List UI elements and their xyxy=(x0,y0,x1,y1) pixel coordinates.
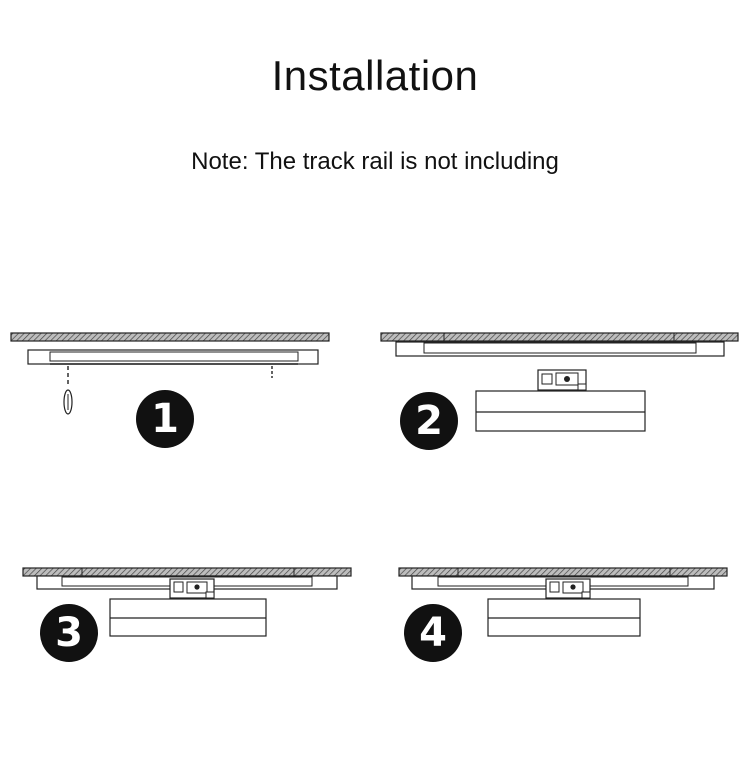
step-4-diagram xyxy=(398,565,728,640)
step-1-diagram xyxy=(10,330,340,420)
track-adapter xyxy=(537,369,587,391)
step-3-diagram xyxy=(22,565,352,640)
page-title: Installation xyxy=(271,52,479,99)
step-3-badge: 3 xyxy=(40,604,98,662)
installation-note: Note: The track rail is not including xyxy=(191,148,559,175)
light-fixture xyxy=(475,390,646,432)
step-1-badge: 1 xyxy=(136,390,194,448)
track-adapter xyxy=(169,578,215,599)
ceiling-slab xyxy=(10,332,330,342)
ceiling-slab xyxy=(380,332,739,342)
step-2-badge: 2 xyxy=(400,392,458,450)
step-2-diagram xyxy=(380,330,740,440)
track-adapter xyxy=(545,578,591,599)
step-4-badge: 4 xyxy=(404,604,462,662)
ceiling-slab xyxy=(22,567,352,577)
light-fixture xyxy=(487,598,641,637)
light-fixture xyxy=(109,598,267,637)
ceiling-slab xyxy=(398,567,728,577)
